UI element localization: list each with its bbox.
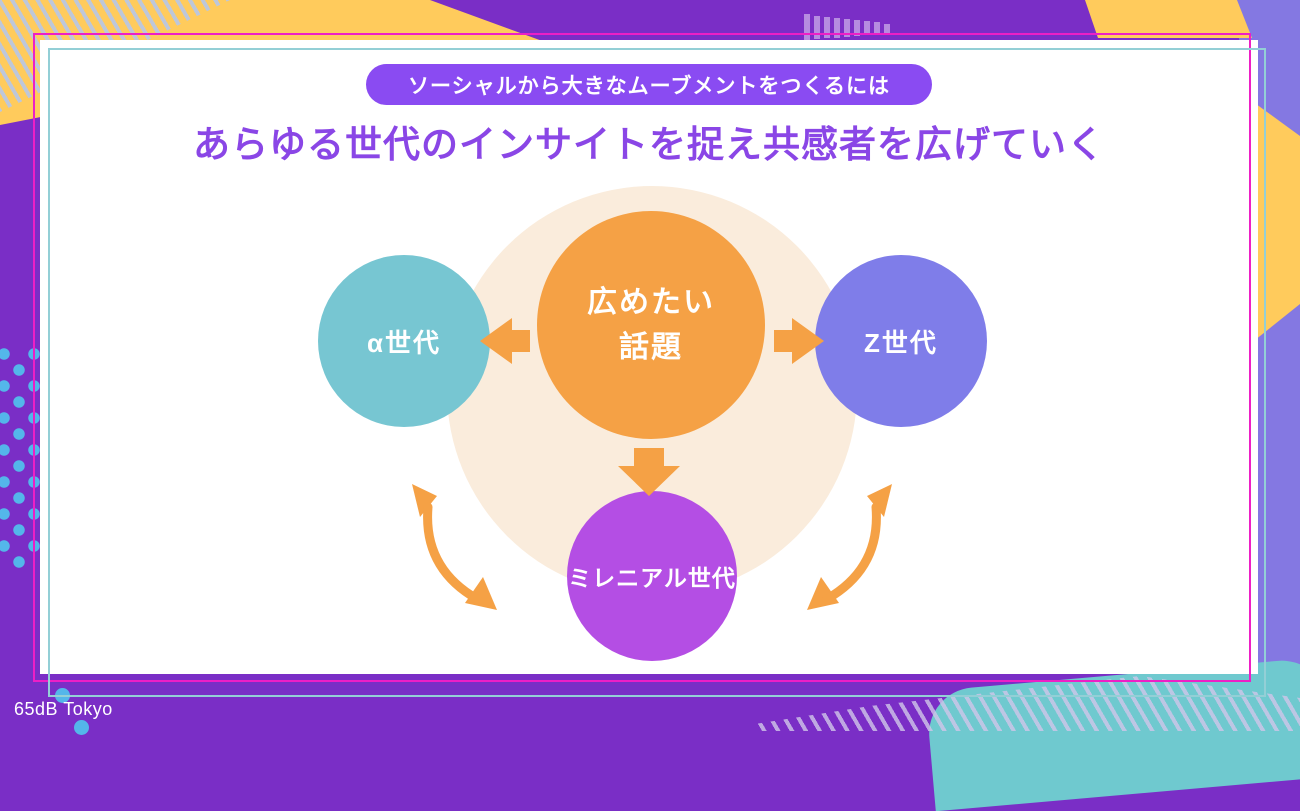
node-alpha-generation: α世代 <box>318 255 490 427</box>
teal-blob-bottom-right <box>925 656 1300 811</box>
node-topic-label: 広めたい 話題 <box>587 286 715 364</box>
blue-dot <box>74 720 89 735</box>
node-millennial-label: ミレニアル世代 <box>568 565 736 591</box>
kicker-badge: ソーシャルから大きなムーブメントをつくるには <box>366 64 932 105</box>
node-z-generation: Z世代 <box>815 255 987 427</box>
slide-title: あらゆる世代のインサイトを捉え共感者を広げていく <box>193 124 1105 165</box>
kicker-badge-label: ソーシャルから大きなムーブメントをつくるには <box>408 74 890 98</box>
node-millennial-generation: ミレニアル世代 <box>567 491 737 661</box>
equalizer-bars-icon <box>804 14 890 40</box>
node-z-label: Z世代 <box>864 327 938 358</box>
slide-card: ソーシャルから大きなムーブメントをつくるには あらゆる世代のインサイトを捉え共感… <box>40 40 1258 674</box>
node-alpha-label: α世代 <box>367 327 441 358</box>
footer-logo-text: 65dB Tokyo <box>14 699 113 719</box>
node-topic-center: 広めたい 話題 <box>537 211 765 439</box>
